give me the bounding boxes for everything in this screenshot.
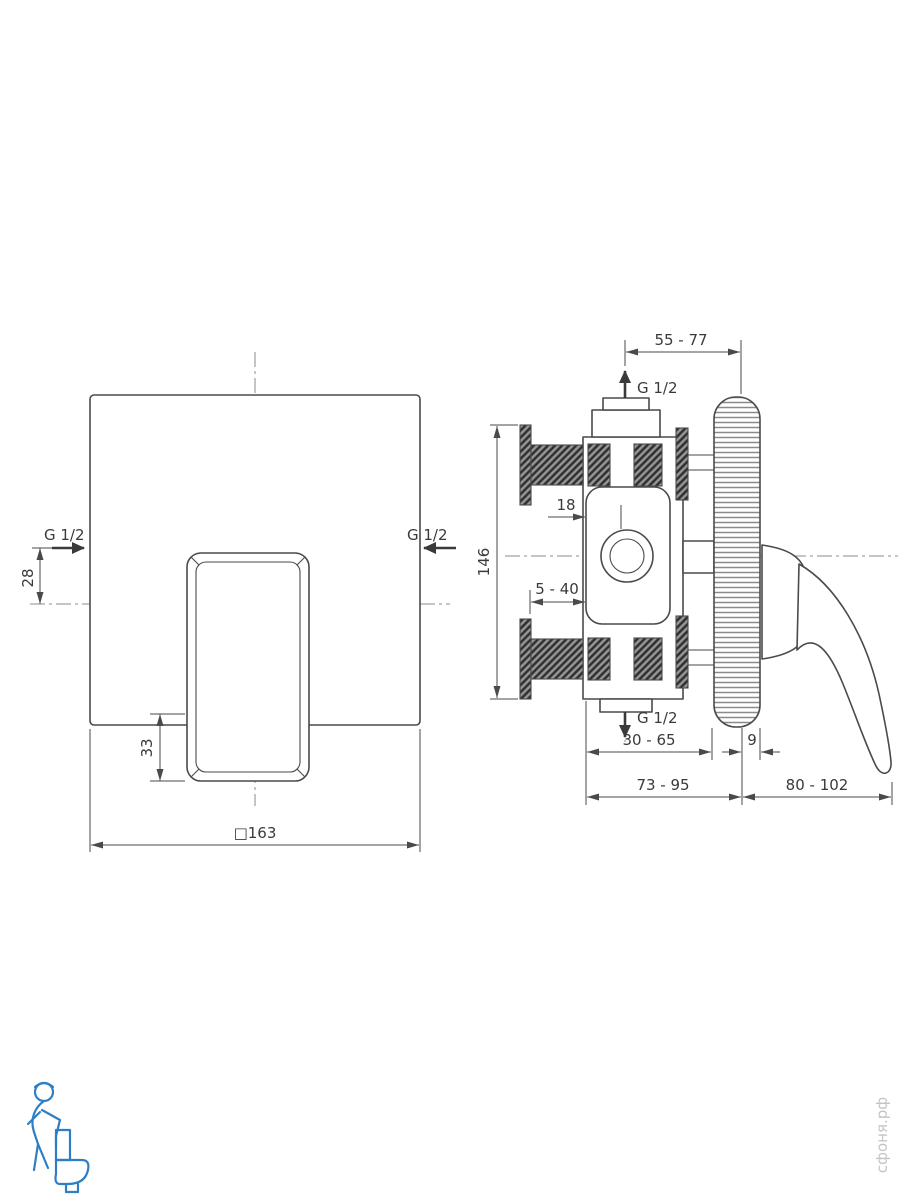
top-cap-inner — [602, 397, 650, 411]
label-dim-5-40: 5 - 40 — [535, 580, 579, 598]
logo-toilet-base — [64, 1182, 80, 1194]
logo-toilet-bowl — [54, 1158, 90, 1186]
handle-front-inner — [195, 561, 301, 773]
pipe-connector-bottom-left — [530, 638, 584, 680]
logo-arm-back — [26, 1110, 42, 1126]
handle-lever — [796, 563, 892, 774]
internal-fitting-top-a — [587, 443, 611, 487]
handle-front-outer — [186, 552, 310, 782]
logo-arm-plunger — [40, 1108, 62, 1148]
label-dim-28: 28 — [19, 568, 37, 587]
logo-torso — [31, 1099, 46, 1146]
logo-legs — [32, 1142, 50, 1172]
label-g12-right: G 1/2 — [407, 526, 448, 544]
internal-fitting-top-b — [633, 443, 663, 487]
internal-fitting-bottom-a — [587, 637, 611, 681]
cartridge-stem — [682, 540, 715, 574]
watermark-text-right: сфоня.рф — [873, 1097, 891, 1173]
plumber-logo — [26, 1081, 90, 1194]
front-view: G 1/2 G 1/2 28 33 □163 — [19, 352, 456, 852]
label-g12-top: G 1/2 — [637, 379, 678, 397]
knob-outer — [600, 529, 654, 583]
label-dim-73-95: 73 - 95 — [636, 776, 689, 794]
logo-toilet-tank — [54, 1128, 72, 1162]
knob-inner — [609, 538, 645, 574]
label-dim-18: 18 — [556, 496, 575, 514]
pipe-connector-top-left — [530, 444, 584, 486]
label-dim-80-102: 80 - 102 — [786, 776, 849, 794]
connector-rods — [688, 454, 714, 666]
pipe-flange-top-right — [675, 427, 689, 501]
label-dim-146: 146 — [475, 548, 493, 577]
label-g12-left: G 1/2 — [44, 526, 85, 544]
wall-flange — [713, 396, 761, 728]
handle-corner-ticks — [191, 557, 305, 777]
pipe-flange-bottom-left — [519, 618, 532, 700]
label-dim-163: □163 — [234, 824, 277, 842]
internal-fitting-bottom-b — [633, 637, 663, 681]
top-cap-outer — [591, 409, 661, 438]
side-extension-lines — [490, 340, 893, 805]
label-dim-55-77: 55 - 77 — [654, 331, 707, 349]
label-g12-bottom: G 1/2 — [637, 709, 678, 727]
label-dim-30-65: 30 - 65 — [622, 731, 675, 749]
pipe-flange-top-left — [519, 424, 532, 506]
pipe-flange-bottom-right — [675, 615, 689, 689]
logo-cap — [33, 1081, 55, 1089]
label-dim-33: 33 — [138, 738, 156, 757]
side-view: 55 - 77 G 1/2 146 18 5 - 40 G 1/2 30 - 6… — [475, 331, 898, 805]
label-dim-9: 9 — [747, 731, 757, 749]
